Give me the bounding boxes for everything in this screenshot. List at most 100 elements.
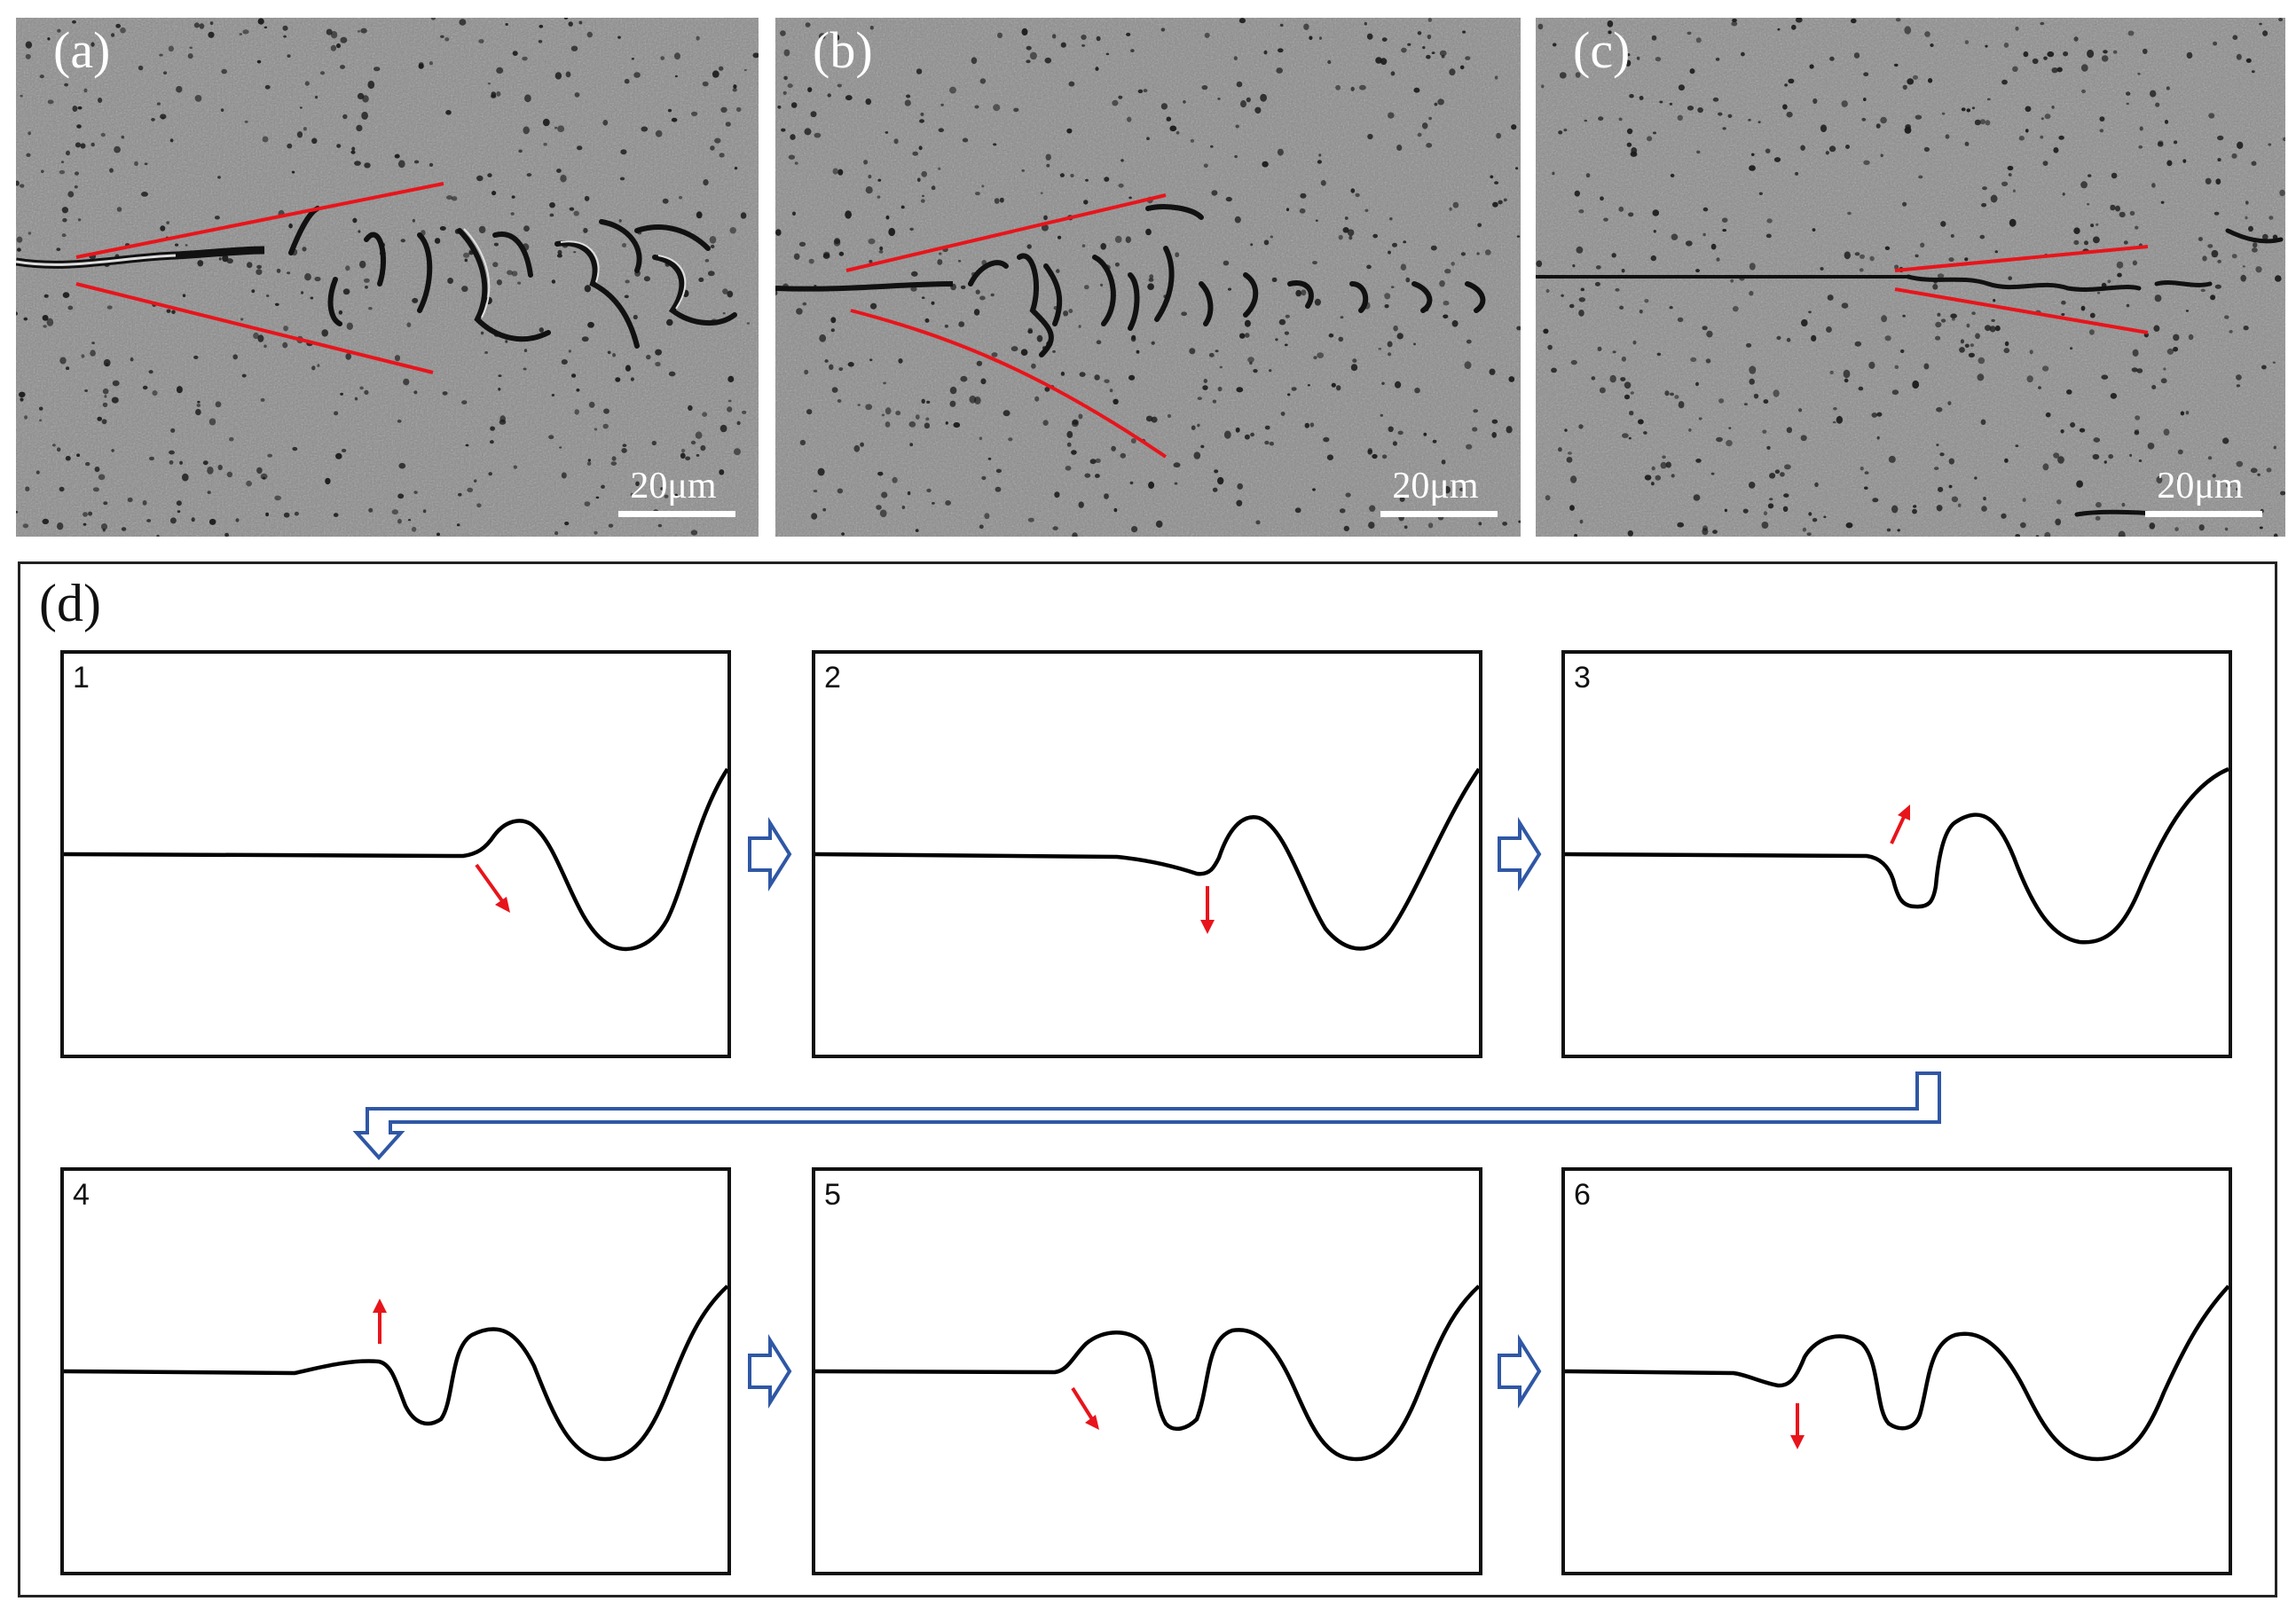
pore: [995, 486, 1002, 492]
pore: [960, 375, 968, 382]
pore: [1551, 367, 1557, 373]
scale-bar-label-a: 20μm: [630, 466, 717, 506]
pore: [1413, 87, 1420, 93]
pore: [1763, 511, 1768, 516]
pore: [1639, 96, 1644, 100]
pore: [1027, 327, 1033, 332]
pore: [523, 126, 530, 135]
pore: [1372, 453, 1378, 459]
pore: [586, 461, 592, 466]
pore: [476, 175, 484, 182]
pore: [1904, 26, 1912, 35]
pore: [543, 142, 547, 146]
pore: [877, 471, 884, 476]
pore: [865, 186, 873, 194]
pore: [1449, 68, 1456, 76]
pore: [294, 511, 299, 516]
pore: [1751, 153, 1755, 156]
pore: [1891, 505, 1899, 514]
pore: [1652, 209, 1660, 216]
scale-bar-c: [2145, 511, 2262, 517]
pore: [1727, 114, 1733, 118]
pore: [25, 486, 30, 491]
pore: [364, 278, 370, 283]
pore: [953, 422, 961, 428]
pore: [1702, 326, 1708, 331]
pore: [496, 90, 501, 97]
pore: [1722, 229, 1726, 232]
pore: [2099, 116, 2105, 122]
pore: [1041, 224, 1049, 232]
pore: [1078, 501, 1084, 508]
pore: [1580, 287, 1584, 292]
pore: [264, 84, 271, 90]
pore: [1625, 59, 1632, 67]
pore: [1034, 396, 1040, 402]
pore: [1618, 206, 1624, 212]
pore: [41, 169, 44, 174]
pore: [1802, 527, 1807, 532]
pore: [397, 518, 402, 524]
pore: [2040, 117, 2044, 121]
pore: [1449, 207, 1452, 211]
pore: [958, 321, 965, 327]
pore: [56, 247, 61, 252]
pore: [461, 286, 468, 293]
pore: [1749, 263, 1756, 271]
pore: [1104, 493, 1109, 499]
pore: [1880, 116, 1887, 124]
pore: [1812, 98, 1818, 105]
pores: [16, 18, 759, 537]
pore: [794, 161, 798, 165]
pore: [2135, 225, 2139, 230]
pore: [1100, 243, 1106, 250]
pore: [1331, 382, 1336, 388]
pore: [1957, 503, 1962, 507]
pore: [1861, 117, 1867, 122]
pore: [584, 195, 590, 201]
pore: [1052, 526, 1058, 530]
pore: [581, 336, 589, 342]
pore: [974, 105, 979, 109]
pore: [1868, 361, 1875, 369]
pore: [413, 491, 418, 494]
pore: [42, 518, 50, 525]
pore: [1698, 417, 1702, 420]
pore: [2041, 365, 2049, 372]
pore: [1937, 273, 1945, 279]
pore: [496, 279, 503, 286]
pore: [38, 406, 43, 411]
pore: [159, 53, 163, 57]
pore: [1884, 246, 1891, 250]
pore: [505, 23, 508, 26]
pore: [1400, 263, 1407, 271]
pore: [831, 387, 838, 393]
pore: [1387, 341, 1393, 348]
pore: [2110, 204, 2116, 211]
pore: [584, 501, 591, 506]
pore: [197, 400, 201, 404]
pore: [491, 91, 497, 98]
pore: [1915, 114, 1923, 120]
pore: [459, 19, 467, 26]
pore: [918, 145, 923, 151]
pore: [2210, 294, 2216, 301]
pore: [1841, 100, 1848, 107]
pore: [447, 278, 453, 284]
pore: [61, 233, 67, 238]
pore: [1669, 306, 1673, 310]
guide-line-upper: [845, 193, 1167, 272]
pore: [1624, 394, 1631, 400]
pore: [1620, 377, 1626, 381]
pore: [2166, 160, 2173, 167]
pore: [1695, 269, 1700, 273]
pore: [2081, 89, 2086, 94]
pore: [1895, 18, 1901, 22]
pore: [2015, 26, 2019, 31]
pore: [962, 137, 969, 143]
pore: [103, 358, 111, 367]
pore: [904, 99, 911, 106]
pore: [1743, 403, 1748, 406]
pore: [1677, 114, 1683, 121]
pore: [67, 305, 74, 310]
